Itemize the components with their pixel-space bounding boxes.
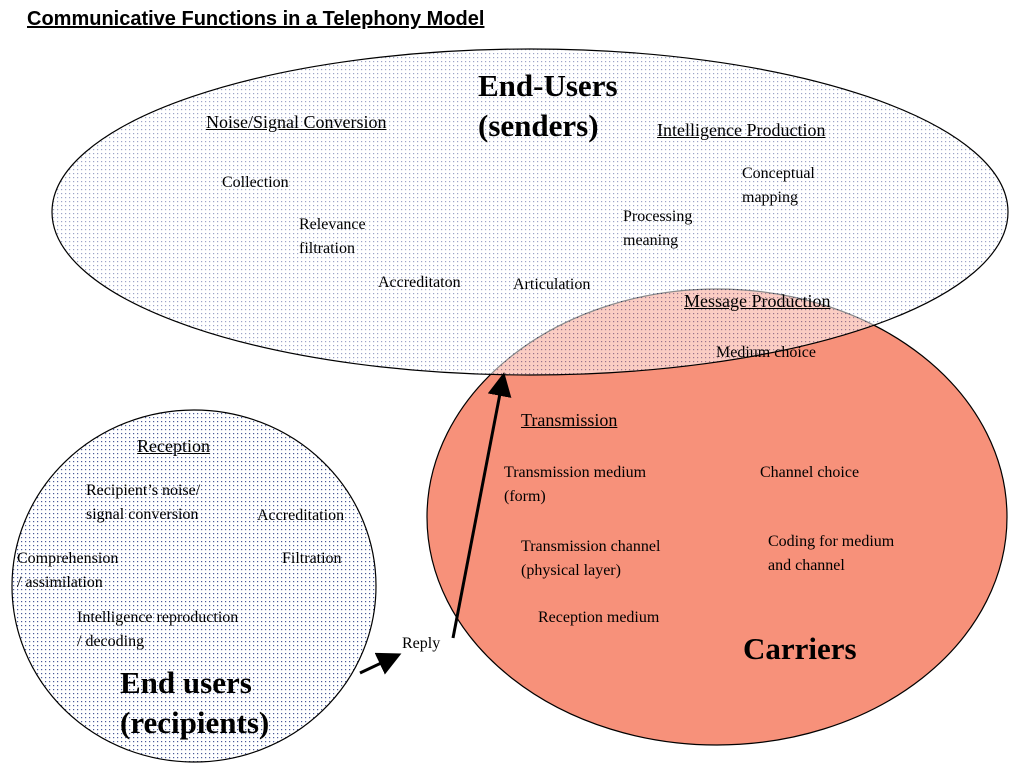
relevance-filtration-label: Relevance filtration: [299, 216, 366, 257]
coding-label: Coding for medium and channel: [768, 533, 895, 574]
processing-meaning-label: Processing meaning: [623, 208, 693, 249]
message-production-heading: Message Production: [684, 291, 831, 311]
medium-choice-label: Medium choice: [716, 344, 816, 361]
reply-arrow-from-recipients: [359, 652, 402, 675]
carriers-title: Carriers: [743, 631, 857, 666]
intelligence-reproduction-label: Intelligence reproduction / decoding: [77, 609, 239, 650]
accreditation-label: Accreditaton: [378, 274, 461, 291]
reception-medium-label: Reception medium: [538, 609, 660, 626]
transmission-heading: Transmission: [521, 410, 618, 430]
transmission-channel-label: Transmission channel (physical layer): [521, 538, 661, 579]
transmission-medium-label: Transmission medium (form): [504, 464, 647, 505]
senders-ellipse: [51, 48, 1009, 376]
recipients-circle: [11, 409, 377, 763]
recipient-noise-conversion-label: Recipient’s noise/ signal conversion: [86, 482, 201, 523]
intelligence-production-heading: Intelligence Production: [657, 120, 826, 140]
noise-signal-conversion-heading: Noise/Signal Conversion: [206, 112, 387, 132]
collection-label: Collection: [222, 174, 289, 191]
reply-label: Reply: [402, 635, 441, 652]
conceptual-mapping-label: Conceptual mapping: [742, 165, 815, 206]
recipients-title: End users (recipients): [120, 665, 270, 740]
comprehension-label: Comprehension / assimilation: [17, 550, 119, 591]
reception-heading: Reception: [137, 436, 210, 456]
senders-title: End-Users (senders): [478, 68, 618, 143]
recipient-accreditation-label: Accreditation: [257, 507, 345, 524]
reply-arrow-to-senders: [451, 372, 512, 639]
articulation-label: Articulation: [513, 276, 591, 293]
page-title: Communicative Functions in a Telephony M…: [27, 8, 485, 30]
channel-choice-label: Channel choice: [760, 464, 860, 481]
filtration-label: Filtration: [282, 550, 342, 567]
